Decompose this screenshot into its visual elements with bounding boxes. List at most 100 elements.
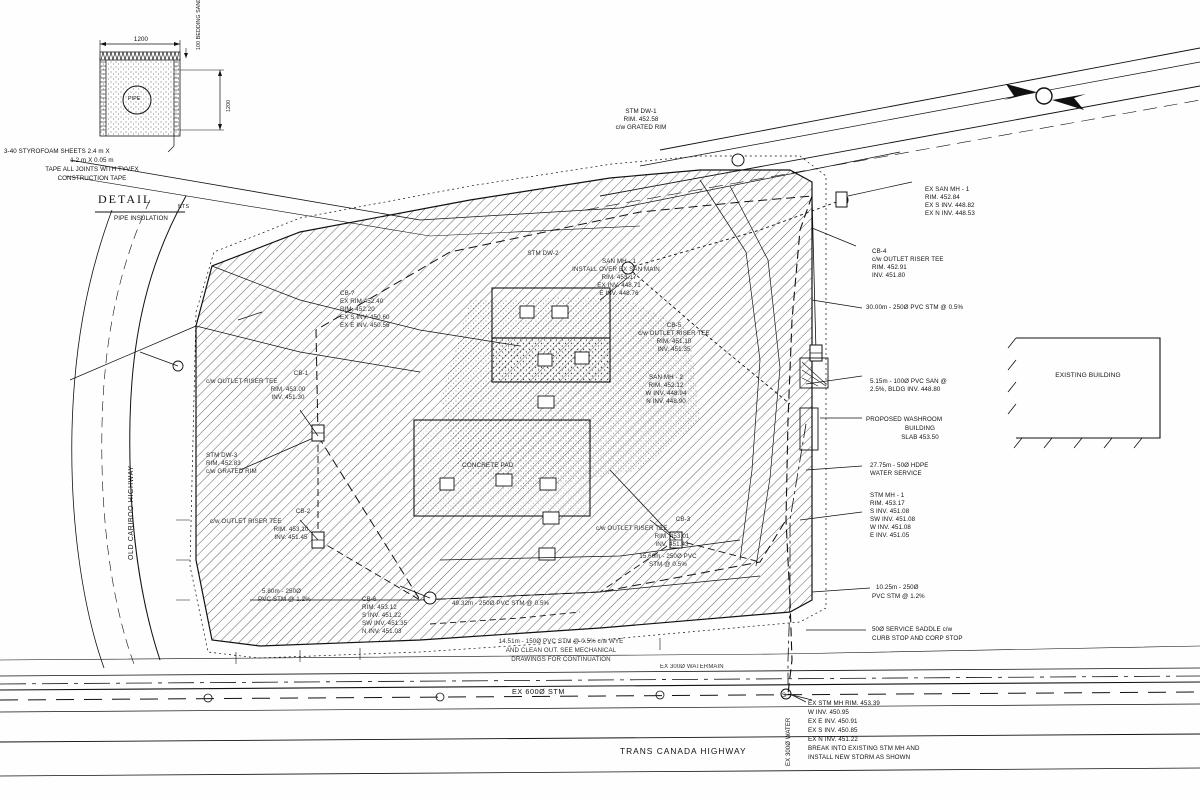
north-arrow-symbol [1004,84,1086,110]
proposed-building-line3: SLAB 453.50 [901,434,939,441]
ex-storm-main-label: EX 600Ø STM [512,687,565,696]
cb4-line3: RIM. 452.91 [872,264,907,271]
cb3-line4: INV. 451.43 [655,541,689,548]
ex-san-mh1-line4: EX N INV. 448.53 [925,210,975,217]
cb5-line4: INV. 451.35 [657,346,691,353]
ex-stm-mh-line1: EX STM MH RIM. 453.39 [808,700,880,707]
stm-mh1-line3: S INV. 451.08 [870,508,910,515]
cb2-line2: c/w OUTLET RISER TEE [210,518,282,525]
svg-text:S: S [782,693,786,699]
detail-note-2: 1.2 m X 0.05 m [70,157,114,164]
ex-stm-mh-line3: EX E INV. 450.91 [808,718,858,725]
stm-mh1-line4: SW INV. 451.08 [870,516,916,523]
cb5-line2: c/w OUTLET RISER TEE [638,330,710,337]
san-mh1-line3: RIM. 453.17 [601,274,637,281]
cb1-line4: INV. 451.30 [271,394,305,401]
stm-mh1-line5: W INV. 451.08 [870,524,911,531]
cb5-line1: CB-5 [666,322,682,329]
san-mh2-line4: N INV. 448.90 [646,398,686,405]
detail-nts-label: NTS [178,204,190,210]
stm-dw2-line1: STM DW-2 [527,250,559,257]
ex-stm-mh-line2: W INV. 450.95 [808,709,849,716]
ex-stm-mh-line7: INSTALL NEW STORM AS SHOWN [808,754,911,761]
mech-note-line3: DRAWINGS FOR CONTINUATION [511,656,611,663]
old-cariboo-highway-label: OLD CARIBOO HIGHWAY [128,465,135,560]
cb3-line5: 15.60m - 250Ø PVC [639,553,697,560]
san-service-line1: 5.15m - 100Ø PVC SAN @ [870,378,947,385]
stm-mh1-line1: STM MH - 1 [870,492,905,499]
cb4-line4: INV. 451.80 [872,272,906,279]
stm-run-1025-line2: PVC STM @ 1.2% [872,593,925,600]
ex-watermain-label: EX 300Ø WATERMAIN [660,664,724,670]
stm-run-sw-line2: PVC STM @ 1.2% [258,596,311,603]
mech-note-line1: 14.51m - 150Ø PVC STM @ 0.5% c/w WYE [498,638,624,645]
proposed-building-line2: BUILDING [904,425,936,432]
ex-san-mh1-line2: RIM. 452.84 [925,194,960,201]
detail-subtitle: PIPE INSULATION [114,215,168,222]
cb4-line2: c/w OUTLET RISER TEE [872,256,944,263]
stm-dw1-line1: STM DW-1 [625,108,657,115]
ex-stm-mh-line4: EX S INV. 450.85 [808,727,858,734]
cb6-line2: RIM. 453.12 [362,604,397,611]
existing-building-label: EXISTING BUILDING [1055,372,1121,379]
cb6-line5: N INV. 451.03 [362,628,402,635]
ex-cb-nw-line4: EX S INV. 450.60 [340,314,390,321]
cb2-line4: INV. 451.45 [274,534,308,541]
service-saddle-line2: CURB STOP AND CORP STOP [872,635,963,642]
pipe-network [239,195,843,701]
ex-cb-nw-line2: EX RIM 452.40 [340,298,384,305]
ex-san-mh1-line1: EX SAN MH - 1 [925,186,970,193]
ex-stm-mh-line5: EX N INV. 451.22 [808,736,858,743]
san-mh1-line1: SAN MH - 1 [601,258,636,265]
ex-water-vertical-label: EX 300Ø WATER [786,717,792,766]
detail-bedding-label: 100 BEDDING SAND [196,0,202,50]
detail-note-3: TAPE ALL JOINTS WITH TYVEX [45,166,139,173]
concrete-pad-label: CONCRETE PAD [462,462,514,469]
stm-run-49-label: 49.32m - 250Ø PVC STM @ 0.5% [452,600,550,607]
cb5-line3: RIM. 451.10 [656,338,692,345]
stm-run-30-label: 30.00m - 250Ø PVC STM @ 0.5% [866,304,964,311]
ex-san-mh1-line3: EX S INV. 448.82 [925,202,975,209]
cb6-line1: CB-6 [362,596,377,603]
san-mh1-line5: E INV. 448.76 [599,290,639,297]
cb2-line1: CB-2 [295,508,311,515]
cb1-line3: RIM. 453.00 [270,386,306,393]
san-mh2-line2: RIM. 452.12 [648,382,684,389]
stm-dw1-line2: RIM. 452.58 [623,116,659,123]
stm-dw3-line3: c/w GRATED RIM [206,468,257,475]
stm-run-sw-line1: 5.80m - 250Ø [262,588,302,595]
cb2-line3: RIM. 453.10 [273,526,309,533]
detail-pipe-label: PIPE [128,96,141,102]
cb6-line4: SW INV. 451.35 [362,620,408,627]
detail-note-4: CONSTRUCTION TAPE [57,175,127,182]
cb1-line1: CB-1 [293,370,309,377]
stm-mh1-line6: E INV. 451.05 [870,532,910,539]
north-arrow-letter: N [1041,92,1047,99]
stm-run-1025-line1: 10.25m - 250Ø [876,584,919,591]
san-service-line2: 2.5%, BLDG INV. 448.80 [870,386,941,393]
san-mh2-line3: W INV. 448.94 [645,390,687,397]
cb1-line2: c/w OUTLET RISER TEE [206,378,278,385]
pipe-insulation-detail [95,40,224,213]
detail-depth-dim: 1200 [226,99,232,112]
ex-cb-nw-line5: EX E INV. 450.56 [340,322,390,329]
stm-dw3-line2: RIM. 452.83 [206,460,241,467]
san-mh2-line1: SAN MH - 2 [648,374,683,381]
service-saddle-line1: 50Ø SERVICE SADDLE c/w [872,626,953,633]
gravel-apron [189,155,827,659]
water-service-line1: 27.75m - 50Ø HDPE [870,462,929,469]
detail-note-1: 3-40 STYROFOAM SHEETS 2.4 m X [4,148,110,155]
cb3-line2: c/w OUTLET RISER TEE [596,525,668,532]
detail-width-dim: 1200 [133,36,149,43]
cb3-line1: CB-3 [675,516,691,523]
existing-storm-main: S [0,688,1200,703]
trans-canada-highway-label: TRANS CANADA HIGHWAY [620,746,747,756]
survey-ticks [176,519,661,664]
ex-stm-mh-line6: BREAK INTO EXISTING STM MH AND [808,745,920,752]
ex-cb-nw-line1: CB-? [340,290,355,297]
stm-dw1-line3: c/w GRATED RIM [615,124,667,131]
stm-dw3-line1: STM DW-3 [206,452,238,459]
existing-watermain [0,675,1200,685]
